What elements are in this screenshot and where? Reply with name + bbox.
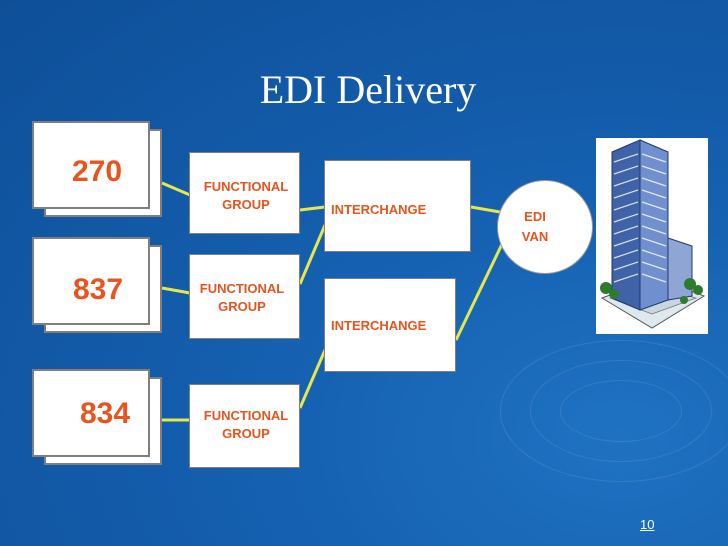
functional-group-box bbox=[189, 152, 300, 234]
connector-interchange1-to-van bbox=[470, 205, 501, 214]
label-line: FUNCTIONAL bbox=[203, 408, 289, 423]
interchange-label: INTERCHANGE bbox=[331, 202, 427, 217]
functional-group-box bbox=[189, 254, 300, 339]
functional-group-label: FUNCTIONAL GROUP bbox=[193, 407, 299, 443]
edi-document-834: 834 bbox=[32, 369, 162, 465]
label-line: GROUP bbox=[222, 197, 270, 212]
edi-van-circle bbox=[497, 180, 593, 274]
document-page bbox=[32, 237, 150, 325]
ripple-decoration bbox=[500, 340, 728, 482]
connector-group2-to-interchange1 bbox=[298, 224, 327, 285]
edi-van-label: EDI VAN bbox=[497, 207, 573, 247]
edi-document-837: 837 bbox=[32, 237, 162, 333]
connector-group1-to-interchange1 bbox=[299, 205, 326, 212]
edi-document-270: 270 bbox=[32, 121, 162, 217]
interchange-box bbox=[324, 278, 456, 372]
label-line: FUNCTIONAL bbox=[199, 281, 285, 296]
transaction-code: 837 bbox=[73, 273, 124, 306]
functional-group-label: FUNCTIONAL GROUP bbox=[187, 280, 297, 316]
label-line: GROUP bbox=[218, 299, 266, 314]
connector-270-to-group bbox=[161, 181, 191, 197]
transaction-code: 270 bbox=[72, 155, 123, 188]
interchange-box bbox=[324, 160, 471, 252]
label-line: GROUP bbox=[222, 426, 270, 441]
interchange-label: INTERCHANGE bbox=[331, 318, 427, 333]
functional-group-label: FUNCTIONAL GROUP bbox=[193, 178, 299, 214]
connector-837-to-group bbox=[161, 286, 191, 295]
transaction-code: 834 bbox=[80, 397, 131, 430]
document-page bbox=[32, 369, 150, 457]
label-line: VAN bbox=[521, 229, 549, 244]
label-line: EDI bbox=[524, 209, 546, 224]
connector-group3-to-interchange2 bbox=[298, 349, 327, 409]
slide-title: EDI Delivery bbox=[259, 67, 477, 112]
page-number: 10 bbox=[640, 517, 655, 532]
building-picture bbox=[596, 138, 708, 334]
label-line: FUNCTIONAL bbox=[203, 179, 289, 194]
office-building-icon bbox=[600, 139, 706, 329]
connector-interchange2-to-van bbox=[454, 241, 505, 341]
document-page bbox=[32, 121, 150, 209]
functional-group-box bbox=[189, 384, 300, 468]
